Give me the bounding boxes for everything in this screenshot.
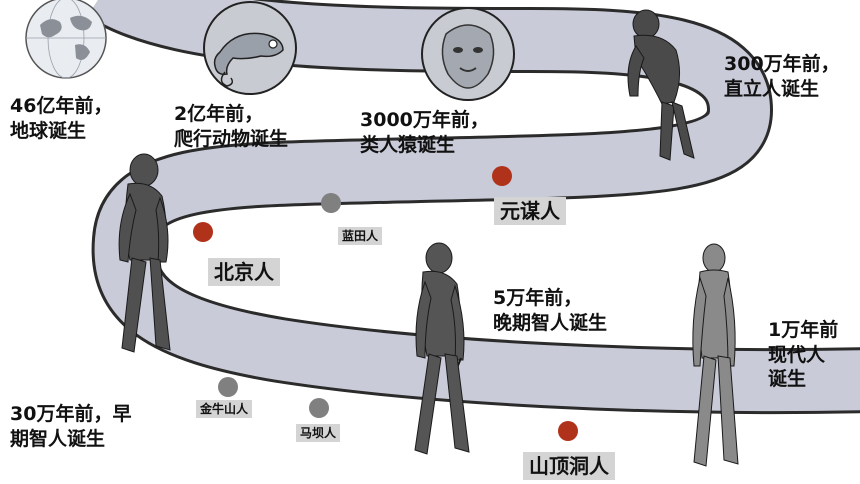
milestone-late-sapiens-line1: 5万年前， xyxy=(493,287,583,309)
milestone-modern-human: 1万年前 现代人 诞生 xyxy=(768,318,838,392)
milestone-erectus: 300万年前， 直立人诞生 xyxy=(724,52,840,101)
milestone-earth-line2: 地球诞生 xyxy=(10,119,87,142)
milestone-reptile-line1: 2亿年前， xyxy=(174,103,264,125)
modern-human-figure xyxy=(692,243,739,467)
site-dot-beijing xyxy=(193,222,213,242)
milestone-early-sapiens-line1: 30万年前，早 xyxy=(10,403,132,425)
milestone-early-sapiens-line2: 期智人诞生 xyxy=(10,427,106,450)
milestone-late-sapiens: 5万年前， 晚期智人诞生 xyxy=(493,286,607,335)
site-dot-maba xyxy=(309,398,329,418)
milestone-reptile-line2: 爬行动物诞生 xyxy=(174,127,289,150)
milestone-earth-line1: 46亿年前， xyxy=(10,95,113,117)
milestone-earth: 46亿年前， 地球诞生 xyxy=(10,94,112,143)
australopithecus-figure xyxy=(627,9,695,161)
site-dot-jinniushan xyxy=(218,377,238,397)
homo-erectus-figure xyxy=(118,153,171,353)
milestone-modern-human-line1: 1万年前 xyxy=(768,319,839,341)
site-dot-shandingdong xyxy=(558,421,578,441)
chameleon-icon xyxy=(203,1,297,95)
milestone-early-sapiens: 30万年前，早 期智人诞生 xyxy=(10,402,131,451)
milestone-modern-human-line3: 诞生 xyxy=(768,368,807,391)
globe-icon xyxy=(25,0,107,79)
ape-head-icon xyxy=(421,7,515,101)
site-label-maba: 马坝人 xyxy=(296,424,341,443)
milestone-reptile: 2亿年前， 爬行动物诞生 xyxy=(174,102,288,151)
site-label-jinniushan: 金牛山人 xyxy=(196,400,253,419)
milestone-anthropoid-line1: 3000万年前， xyxy=(360,109,489,131)
site-label-shandingdong: 山顶洞人 xyxy=(523,452,615,480)
milestone-erectus-line2: 直立人诞生 xyxy=(724,77,820,100)
site-dot-yuanmou xyxy=(492,166,512,186)
early-sapiens-figure xyxy=(414,242,470,455)
milestone-late-sapiens-line2: 晚期智人诞生 xyxy=(493,311,608,334)
site-label-beijing: 北京人 xyxy=(208,258,280,286)
milestone-modern-human-line2: 现代人 xyxy=(768,343,826,366)
milestone-erectus-line1: 300万年前， xyxy=(724,53,840,75)
site-label-yuanmou: 元谋人 xyxy=(494,197,566,225)
milestone-anthropoid: 3000万年前， 类人猿诞生 xyxy=(360,108,489,157)
site-dot-lantian xyxy=(321,193,341,213)
site-label-lantian: 蓝田人 xyxy=(338,227,383,246)
milestone-anthropoid-line2: 类人猿诞生 xyxy=(360,133,456,156)
